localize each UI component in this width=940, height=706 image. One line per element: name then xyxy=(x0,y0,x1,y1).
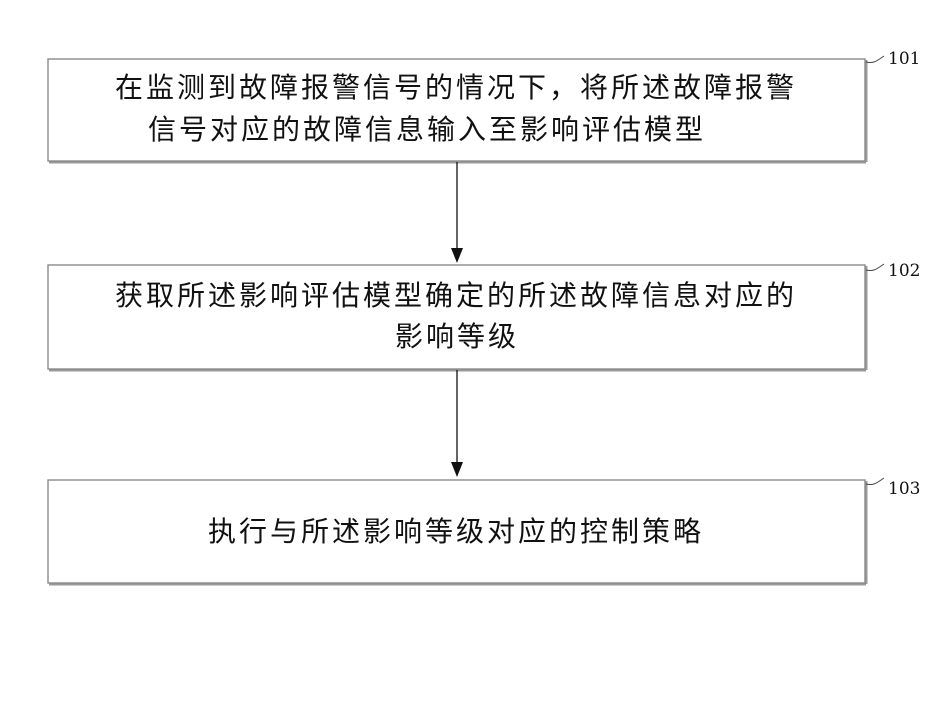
step-103-line-1: 执行与所述影响等级对应的控制策略 xyxy=(208,515,704,548)
step-101-label: 101 xyxy=(888,49,920,69)
step-102-label: 102 xyxy=(888,261,920,281)
step-101: 在监测到故障报警信号的情况下，将所述故障报警 信号对应的故障信息输入至影响评估模… xyxy=(48,49,920,162)
step-102: 获取所述影响评估模型确定的所述故障信息对应的 影响等级 102 xyxy=(48,261,920,370)
step-103-label: 103 xyxy=(888,479,920,499)
arrow-102-to-103 xyxy=(451,370,463,477)
step-102-line-1: 获取所述影响评估模型确定的所述故障信息对应的 xyxy=(115,279,797,312)
step-102-leader xyxy=(866,264,884,271)
step-102-line-2: 影响等级 xyxy=(395,320,519,353)
step-103: 执行与所述影响等级对应的控制策略 103 xyxy=(48,478,920,584)
arrow-102-103-head xyxy=(451,462,463,477)
arrow-101-102-head xyxy=(451,248,463,263)
step-103-leader xyxy=(866,478,884,485)
step-101-leader xyxy=(866,56,884,63)
step-101-line-2: 信号对应的故障信息输入至影响评估模型 xyxy=(148,113,706,146)
arrow-101-to-102 xyxy=(451,162,463,263)
step-101-line-1: 在监测到故障报警信号的情况下，将所述故障报警 xyxy=(115,71,797,104)
